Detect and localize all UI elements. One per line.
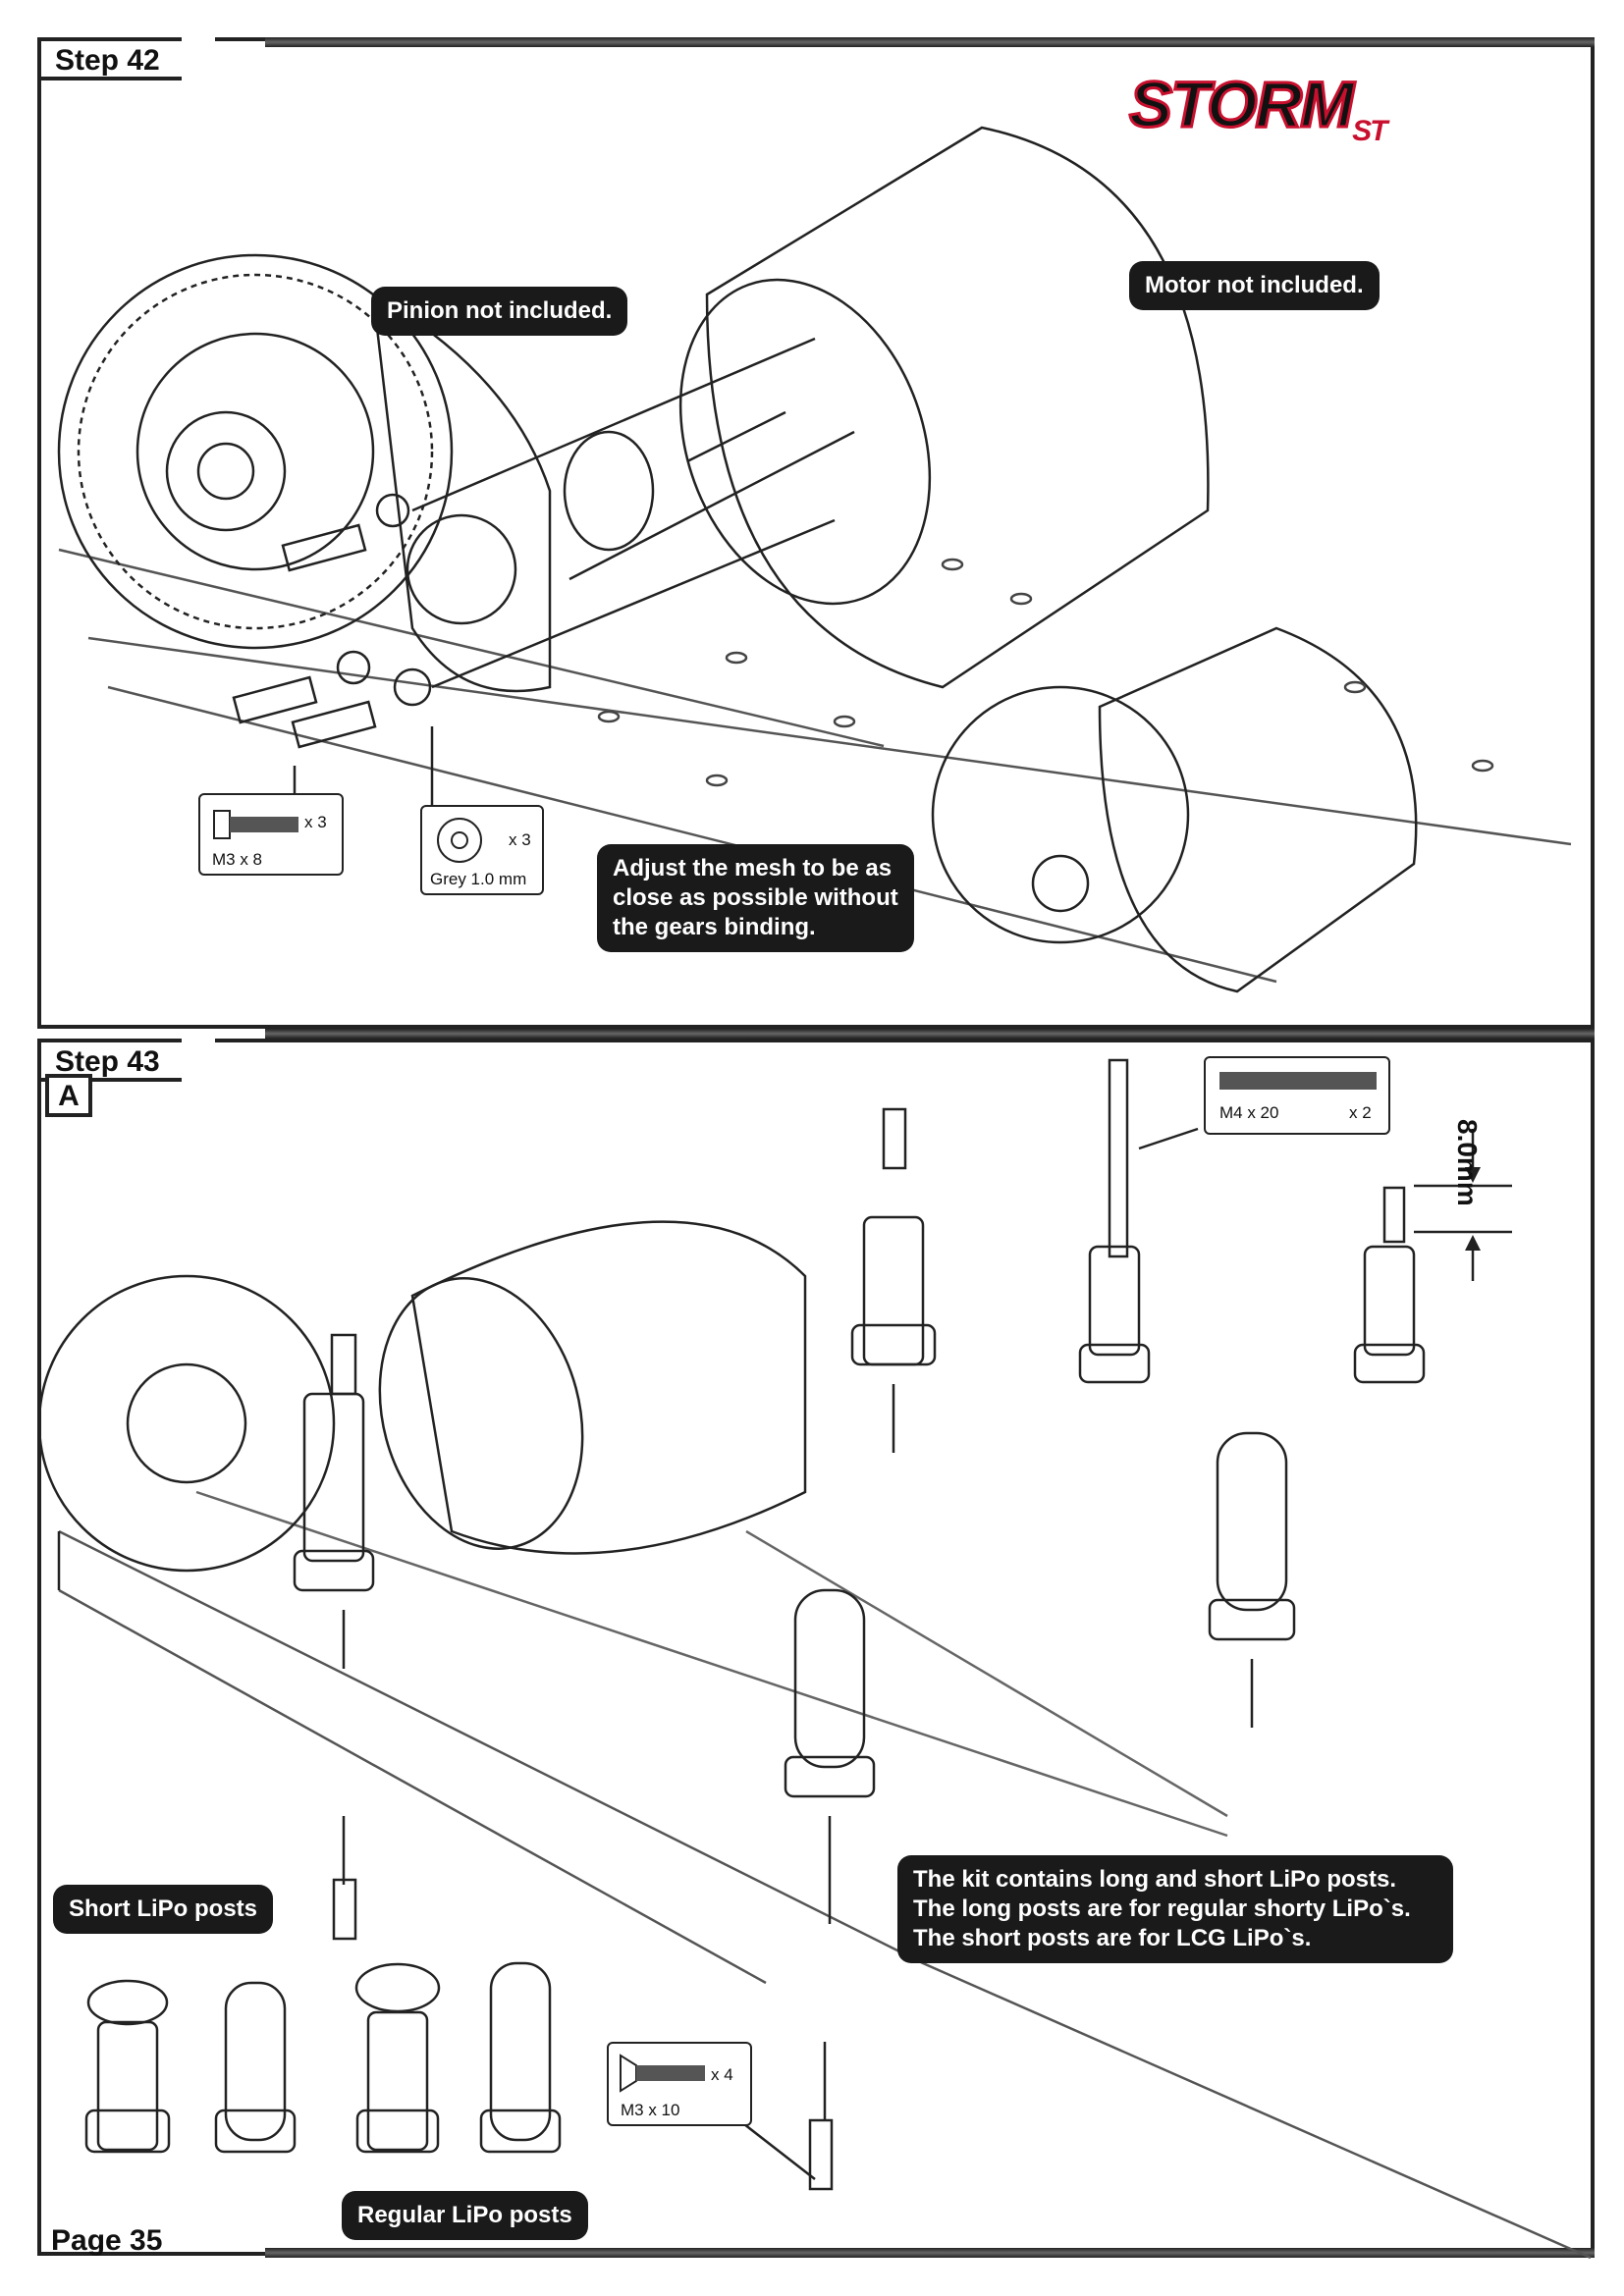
grub-screw-icon: [1219, 1072, 1377, 1090]
regular-lipo-posts-label: Regular LiPo posts: [342, 2191, 588, 2240]
part-m3x10-countersunk-screw: x 4 M3 x 10: [607, 2042, 752, 2126]
step43-divider-bar: [265, 1029, 1595, 1039]
part-name: M3 x 8: [212, 850, 263, 869]
pinion-note: Pinion not included.: [371, 287, 628, 336]
part-name: M3 x 10: [621, 2101, 680, 2119]
step43-panel: Step 43: [37, 1039, 1595, 2256]
short-lipo-posts-label: Short LiPo posts: [53, 1885, 273, 1934]
sub-step-label: A: [45, 1074, 92, 1117]
spur-gear-outline: [57, 253, 454, 650]
part-qty: x 3: [304, 813, 327, 831]
motor-outline-step43: [410, 1220, 807, 1555]
part-grey-washer: x 3 Grey 1.0 mm: [420, 805, 544, 895]
part-qty: x 2: [1349, 1103, 1372, 1122]
part-name: Grey 1.0 mm: [430, 870, 527, 888]
step42-title: Step 42: [37, 37, 215, 80]
motor-outline: [705, 126, 1210, 689]
part-m4x20-grub-screw: M4 x 20 x 2: [1204, 1056, 1390, 1135]
part-qty: x 3: [509, 830, 531, 849]
step43-title: Step 43: [37, 1039, 215, 1082]
part-name: M4 x 20: [1219, 1103, 1279, 1122]
logo-sub: ST: [1352, 115, 1387, 148]
part-qty: x 4: [711, 2065, 733, 2084]
footer-bar: [265, 2248, 1595, 2258]
logo-main: STORM: [1127, 67, 1355, 142]
page-number: Page 35: [51, 2224, 163, 2257]
mesh-note: Adjust the mesh to be as close as possib…: [597, 844, 914, 952]
screw-icon: [213, 810, 298, 839]
step42-divider-bar: [265, 37, 1595, 47]
washer-icon: [437, 818, 482, 863]
countersunk-screw-icon: [620, 2054, 705, 2093]
dimension-label: 8.0mm: [1452, 1119, 1483, 1206]
part-m3x8-screw: x 3 M3 x 8: [198, 793, 344, 876]
motor-note: Motor not included.: [1129, 261, 1380, 310]
storm-logo: STORMST: [1127, 67, 1387, 148]
lipo-posts-info: The kit contains long and short LiPo pos…: [897, 1855, 1453, 1963]
